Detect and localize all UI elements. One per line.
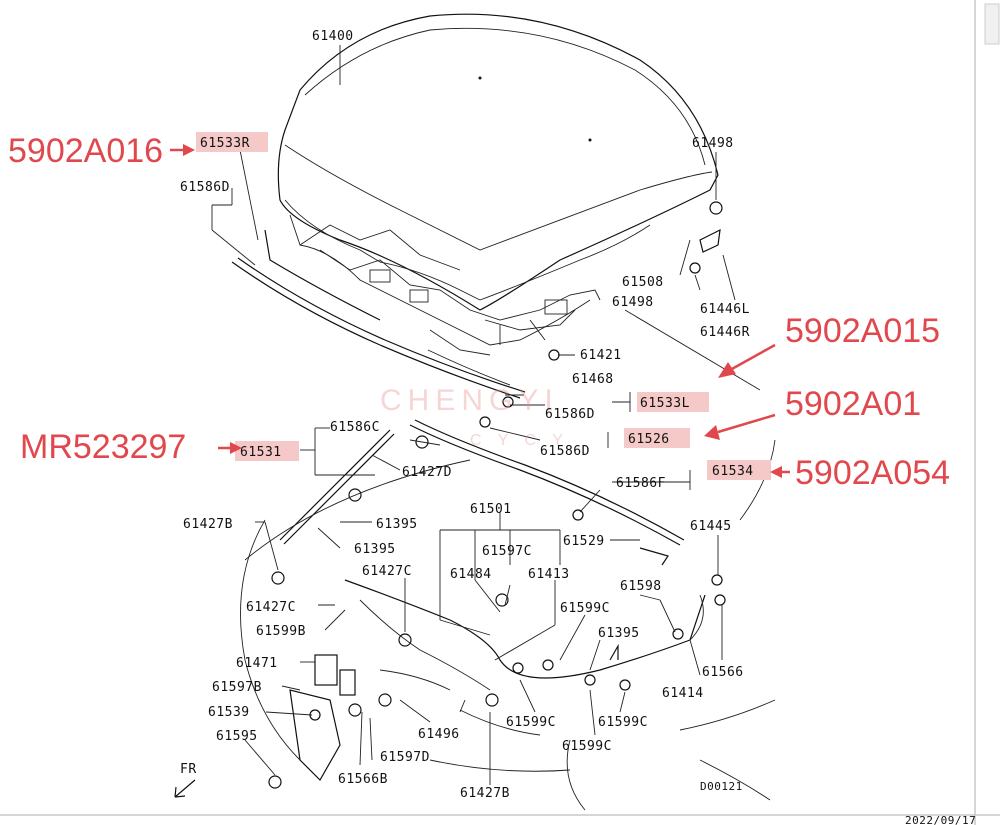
part-label-61598: 61598 — [620, 579, 662, 594]
part-label-61445: 61445 — [690, 519, 732, 534]
part-label-61566B: 61566B — [338, 772, 388, 787]
release-cable — [344, 579, 706, 691]
part-labels: 61400 61533R 61586D 61498 61508 61498 61… — [180, 29, 976, 825]
leader-lines — [211, 45, 761, 785]
part-label-61533L: 61533L — [640, 396, 690, 411]
part-label-61421: 61421 — [580, 348, 622, 363]
part-label-61599C: 61599C — [560, 601, 610, 616]
highlight-61533L — [637, 392, 709, 412]
part-label-61531: 61531 — [240, 445, 282, 460]
callout-5902A054: 5902A054 — [795, 454, 950, 492]
part-label-61427C: 61427C — [362, 564, 412, 579]
part-label-61586D: 61586D — [180, 180, 230, 195]
part-label-61498: 61498 — [612, 295, 654, 310]
callout-5902A015: 5902A015 — [785, 312, 940, 350]
callout-arrow-icon — [183, 144, 195, 156]
part-label-61586D: 61586D — [545, 407, 595, 422]
watermark: CHENGYI — [380, 384, 559, 417]
part-label-61395: 61395 — [354, 542, 396, 557]
part-label-61599B: 61599B — [256, 624, 306, 639]
part-label-61508: 61508 — [622, 275, 664, 290]
callout-5902A01: 5902A01 — [785, 385, 921, 423]
highlight-61531 — [235, 441, 299, 461]
part-label-61501: 61501 — [470, 502, 512, 517]
part-label-61599C: 61599C — [506, 715, 556, 730]
part-label-61446R: 61446R — [700, 325, 750, 340]
callout-MR523297: MR523297 — [20, 428, 186, 466]
callout-arrow-icon — [704, 425, 720, 440]
highlight-61534 — [707, 460, 771, 480]
part-label-61566: 61566 — [702, 665, 744, 680]
part-label-61446L: 61446L — [700, 302, 750, 317]
part-label-61595: 61595 — [216, 729, 258, 744]
part-label-61400: 61400 — [312, 29, 354, 44]
part-label-61533R: 61533R — [200, 136, 250, 151]
part-label-61586C: 61586C — [330, 420, 380, 435]
part-label-61413: 61413 — [528, 567, 570, 582]
part-label-61597D: 61597D — [380, 750, 430, 765]
part-label-61586F: 61586F — [616, 476, 666, 491]
part-label-61599C: 61599C — [598, 715, 648, 730]
part-label-61498: 61498 — [692, 136, 734, 151]
front-direction-indicator: FR — [174, 762, 197, 798]
latch-hardware — [268, 201, 726, 789]
part-label-61395: 61395 — [598, 626, 640, 641]
highlight-61533R — [196, 132, 268, 152]
part-label-61484: 61484 — [450, 567, 492, 582]
engine-bay-outline — [240, 439, 776, 811]
callouts: 5902A016 5902A015 5902A01 MR523297 5902A… — [8, 132, 950, 492]
part-label-61414: 61414 — [662, 686, 704, 701]
part-label-61586D: 61586D — [540, 444, 590, 459]
highlight-61526 — [624, 428, 690, 448]
callout-arrow-icon — [230, 442, 242, 454]
callout-5902A016: 5902A016 — [8, 132, 163, 170]
watermark-sub: C Y C Y — [470, 432, 569, 449]
callout-arrow-icon — [718, 362, 736, 378]
part-label-61395: 61395 — [376, 517, 418, 532]
part-label-61427C: 61427C — [246, 600, 296, 615]
part-label-61427B: 61427B — [183, 517, 233, 532]
part-label-61468: 61468 — [572, 372, 614, 387]
part-label-61539: 61539 — [208, 705, 250, 720]
front-label: FR — [180, 762, 197, 777]
part-label-61529: 61529 — [563, 534, 605, 549]
scrollbar-thumb[interactable] — [984, 3, 1000, 45]
part-label-61496: 61496 — [418, 727, 460, 742]
callout-arrow-icon — [770, 466, 782, 478]
date-stamp: 2022/09/17 — [905, 814, 976, 825]
part-label-61471: 61471 — [236, 656, 278, 671]
part-label-61599C: 61599C — [562, 739, 612, 754]
part-label-61526: 61526 — [628, 432, 670, 447]
part-label-61597B: 61597B — [212, 680, 262, 695]
part-label-61597C: 61597C — [482, 544, 532, 559]
seal-strips — [231, 229, 685, 546]
hood-panel-drawing — [277, 13, 719, 356]
diagram-code: D00121 — [700, 780, 743, 793]
part-label-61427D: 61427D — [402, 465, 452, 480]
part-label-61427B: 61427B — [460, 786, 510, 801]
part-label-61534: 61534 — [712, 464, 754, 479]
